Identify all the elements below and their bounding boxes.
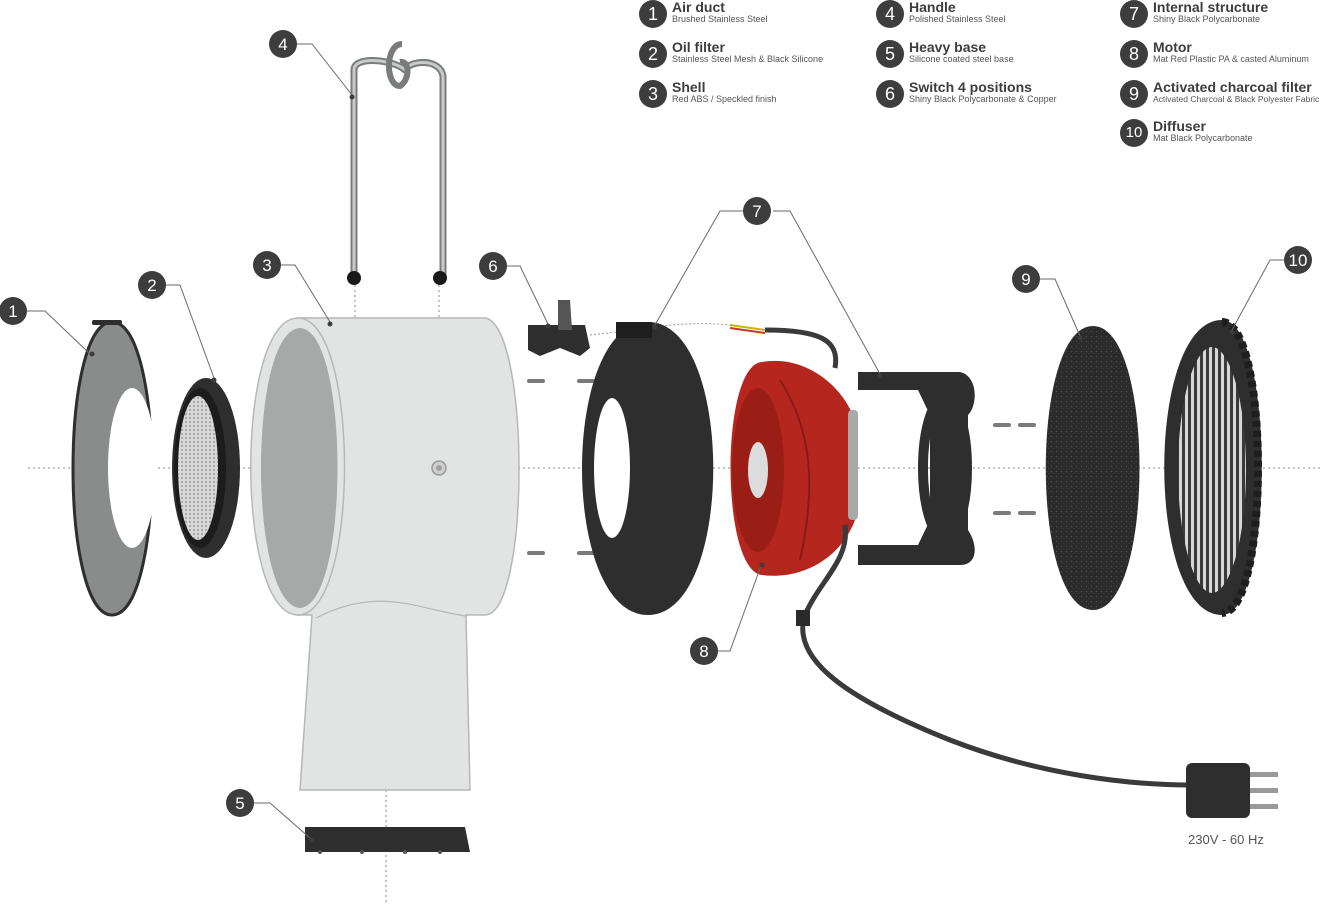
legend-subtitle: Activated Charcoal & Black Polyester Fab…	[1153, 94, 1320, 104]
callout-number: 4	[278, 35, 287, 54]
legend-badge: 5	[876, 40, 904, 68]
callout-7: 7	[743, 197, 771, 225]
legend-title: Activated charcoal filter	[1153, 79, 1312, 95]
legend-subtitle: Mat Black Polycarbonate	[1153, 133, 1253, 143]
legend-badge: 9	[1120, 80, 1148, 108]
legend-title: Switch 4 positions	[909, 79, 1032, 95]
air-duct-part	[71, 320, 156, 617]
legend-title: Internal structure	[1153, 0, 1269, 15]
callout-4: 4	[269, 30, 297, 58]
motor-part	[729, 324, 1191, 788]
callout-circle	[253, 251, 281, 279]
legend-title: Heavy base	[909, 39, 987, 55]
leader-dots	[89, 94, 1235, 843]
callout-circle	[269, 30, 297, 58]
oil-filter-part	[172, 378, 240, 558]
shell-part	[250, 317, 520, 791]
callout-6: 6	[479, 252, 507, 280]
callout-5: 5	[226, 789, 254, 817]
legend-subtitle: Polished Stainless Steel	[909, 14, 1006, 24]
legend-subtitle: Brushed Stainless Steel	[672, 14, 768, 24]
power-plug-part	[1186, 763, 1278, 818]
legend-title: Oil filter	[672, 39, 725, 55]
legend-badge: 7	[1120, 0, 1148, 28]
legend-subtitle: Silicone coated steel base	[909, 54, 1014, 64]
legend-subtitle: Stainless Steel Mesh & Black Silicone	[672, 54, 824, 64]
callout-badges: 1 2 3 4 5 6 7 8 9 10	[0, 30, 1312, 817]
leader-lines	[27, 43, 1284, 839]
callout-number: 8	[699, 642, 708, 661]
callout-circle	[743, 197, 771, 225]
callout-10: 10	[1284, 246, 1312, 274]
internal-structure-cage	[858, 372, 975, 565]
legend-badge: 6	[876, 80, 904, 108]
callout-8: 8	[690, 637, 718, 665]
handle-part	[347, 41, 447, 285]
callout-number: 6	[488, 257, 497, 276]
callout-circle	[1284, 246, 1312, 274]
callout-1: 1	[0, 297, 27, 325]
legend-badge: 10	[1120, 119, 1148, 147]
legend-title: Handle	[909, 0, 956, 15]
callout-3: 3	[253, 251, 281, 279]
legend-subtitle: Red ABS / Speckled finish	[672, 94, 777, 104]
screws	[527, 379, 1036, 555]
callout-9: 9	[1012, 265, 1040, 293]
legend-badge: 4	[876, 0, 904, 28]
legend-badge: 2	[639, 40, 667, 68]
callout-circle	[226, 789, 254, 817]
legend-badge: 1	[639, 0, 667, 28]
callout-number: 3	[262, 256, 271, 275]
callout-number: 5	[235, 794, 244, 813]
callout-circle	[138, 271, 166, 299]
charcoal-filter-part	[1045, 326, 1140, 610]
legend-subtitle: Shiny Black Polycarbonate	[1153, 14, 1261, 24]
legend-title: Air duct	[672, 0, 725, 15]
legend-badge: 8	[1120, 40, 1148, 68]
callout-2: 2	[138, 271, 166, 299]
callout-number: 10	[1289, 251, 1308, 270]
legend-title: Motor	[1153, 39, 1192, 55]
heavy-base-part	[305, 827, 470, 854]
callout-circle	[1012, 265, 1040, 293]
legend-title: Diffuser	[1153, 118, 1206, 134]
callout-number: 9	[1021, 270, 1030, 289]
diffuser-part	[1164, 318, 1262, 617]
legend-subtitle: Mat Red Plastic PA & casted Aluminum	[1153, 54, 1309, 64]
legend-badge: 3	[639, 80, 667, 108]
callout-number: 7	[752, 202, 761, 221]
callout-circle	[690, 637, 718, 665]
callout-circle	[0, 297, 27, 325]
switch-part	[528, 300, 731, 356]
callout-circle	[479, 252, 507, 280]
legend-title: Shell	[672, 79, 706, 95]
internal-structure-ring	[582, 322, 714, 615]
legend-subtitle: Shiny Black Polycarbonate & Copper	[909, 94, 1057, 104]
plug-voltage-label: 230V - 60 Hz	[1188, 832, 1264, 847]
callout-number: 2	[147, 276, 156, 295]
callout-number: 1	[8, 302, 17, 321]
